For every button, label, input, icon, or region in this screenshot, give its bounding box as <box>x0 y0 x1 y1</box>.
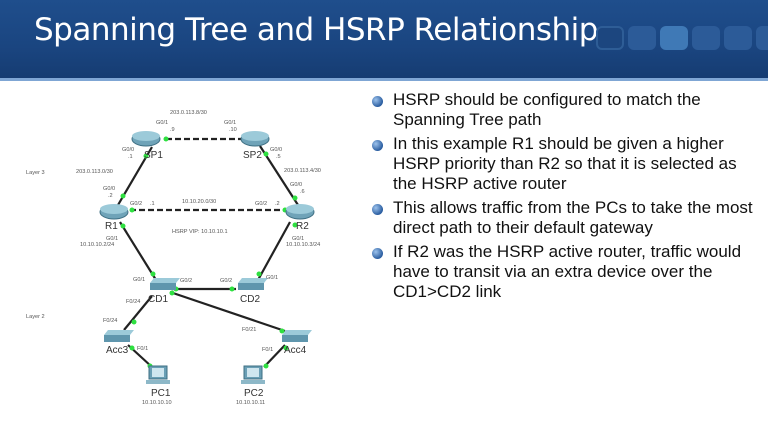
pc2-ip: 10.10.10.11 <box>236 400 265 406</box>
port-label: .2 <box>108 193 113 199</box>
hsrp-vip: HSRP VIP: 10.10.10.1 <box>172 229 228 235</box>
sp2-label: SP2 <box>243 150 262 161</box>
slide-title: Spanning Tree and HSRP Relationship <box>34 12 598 48</box>
bullet-list: HSRP should be configured to match the S… <box>370 90 760 306</box>
port-label: F0/1 <box>137 346 148 352</box>
r1-ip: 10.10.10.2/24 <box>80 242 114 248</box>
cd2-label: CD2 <box>240 294 260 305</box>
port-label: .1 <box>128 154 133 160</box>
bullet-icon <box>372 204 383 215</box>
port-label: G0/2 <box>130 201 142 207</box>
r2-ip: 10.10.10.3/24 <box>286 242 320 248</box>
pc-icons <box>146 365 265 384</box>
port-label: If R2 was the HSRP active router, traffi… <box>393 242 742 301</box>
port-label: .9 <box>170 127 175 133</box>
port-label: In this example R1 should be given a hig… <box>393 134 737 193</box>
r1-label: R1 <box>105 221 118 232</box>
port-label: G0/2 <box>220 278 232 284</box>
switch-acc3-icon <box>104 330 134 335</box>
switch-icons <box>104 278 312 342</box>
network-diagram: Layer 3 Layer 2 SP1 SP2 R1 R2 CD1 CD2 Ac… <box>26 110 321 406</box>
switch-cd2-icon <box>238 278 268 283</box>
port-label: G0/1 <box>133 277 145 283</box>
link-cd1-acc3 <box>123 295 153 331</box>
port-label: .6 <box>300 189 305 195</box>
port-label: F0/24 <box>103 318 117 324</box>
r2-label: R2 <box>296 221 309 232</box>
links <box>117 137 299 368</box>
bullet-icon <box>372 140 383 151</box>
header-decoration <box>596 26 768 50</box>
port-label: F0/1 <box>262 347 273 353</box>
pc1-ip: 10.10.10.10 <box>142 400 172 406</box>
link-r2-cd2 <box>257 221 291 281</box>
slide-header: Spanning Tree and HSRP Relationship <box>0 0 768 81</box>
router-sp1-icon <box>131 131 161 147</box>
subnet-r1-sp1: 203.0.113.0/30 <box>76 169 113 175</box>
sp1-label: SP1 <box>144 150 163 161</box>
subnet-r2-sp2: 203.0.113.4/30 <box>284 168 321 174</box>
port-label: .1 <box>150 201 155 207</box>
port-label: G0/1 <box>156 120 168 126</box>
port-label: G0/1 <box>224 120 236 126</box>
bullet-item: This allows traffic from the PCs to take… <box>370 198 760 238</box>
acc4-label: Acc4 <box>284 345 307 356</box>
port-label: G0/2 <box>180 278 192 284</box>
layer2-label: Layer 2 <box>26 314 45 320</box>
bullet-icon <box>372 248 383 259</box>
port-label: G0/1 <box>292 236 304 242</box>
switch-cd1-icon <box>150 278 180 283</box>
router-sp2-icon <box>240 131 270 147</box>
port-label: This allows traffic from the PCs to take… <box>393 198 753 237</box>
port-label: .5 <box>276 154 281 160</box>
subnet-sp1-sp2: 203.0.113.8/30 <box>170 110 207 116</box>
port-label: G0/0 <box>103 186 115 192</box>
port-status-lights <box>120 136 298 369</box>
bullet-item: In this example R1 should be given a hig… <box>370 134 760 194</box>
port-label: G0/1 <box>266 275 278 281</box>
cd1-label: CD1 <box>148 294 168 305</box>
pc1-label: PC1 <box>151 388 171 399</box>
port-label: .10 <box>229 127 237 133</box>
port-label: G0/0 <box>270 147 282 153</box>
router-r1-icon <box>99 204 129 220</box>
layer3-label: Layer 3 <box>26 170 45 176</box>
pc2-icon <box>241 365 265 384</box>
port-label: F0/21 <box>242 327 256 333</box>
router-icons <box>99 131 315 220</box>
acc3-label: Acc3 <box>106 345 129 356</box>
bullet-icon <box>372 96 383 107</box>
switch-acc4-icon <box>282 330 312 335</box>
port-labels: G0/1 .9 G0/1 .10 G0/0 .1 G0/0 .5 G0/0 .2… <box>103 120 305 353</box>
subnet-r1-r2: 10.10.20.0/30 <box>182 199 216 205</box>
bullet-item: If R2 was the HSRP active router, traffi… <box>370 242 760 302</box>
router-r2-icon <box>285 204 315 220</box>
port-label: G0/0 <box>122 147 134 153</box>
bullet-item: HSRP should be configured to match the S… <box>370 90 760 130</box>
pc1-icon <box>146 365 170 384</box>
link-r1-cd1 <box>119 221 157 281</box>
link-acc4-pc2 <box>263 344 286 368</box>
pc2-label: PC2 <box>244 388 264 399</box>
port-label: HSRP should be configured to match the S… <box>393 90 701 129</box>
port-label: G0/0 <box>290 182 302 188</box>
port-label: G0/2 <box>255 201 267 207</box>
port-label: .2 <box>275 201 280 207</box>
port-label: G0/1 <box>106 236 118 242</box>
port-label: F0/24 <box>126 299 140 305</box>
link-cd1-acc4 <box>169 290 286 333</box>
